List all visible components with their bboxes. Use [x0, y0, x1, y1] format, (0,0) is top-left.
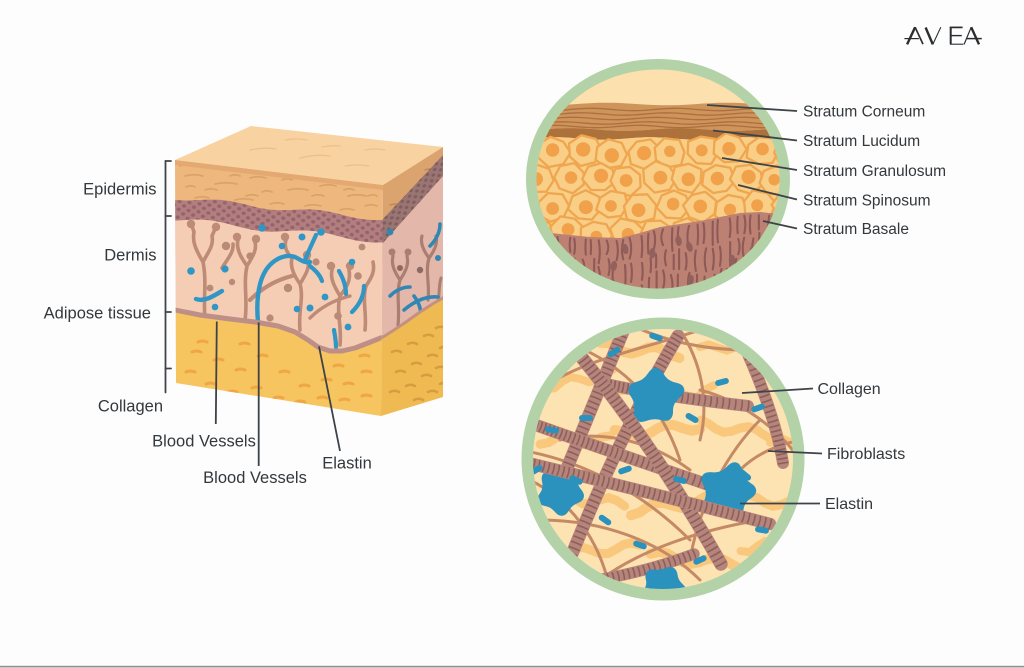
- svg-text:Collagen: Collagen: [818, 381, 881, 398]
- svg-text:Epidermis: Epidermis: [83, 181, 156, 199]
- svg-text:Collagen: Collagen: [98, 398, 163, 416]
- svg-text:Blood Vessels: Blood Vessels: [152, 433, 256, 451]
- svg-text:Stratum Lucidum: Stratum Lucidum: [803, 133, 920, 150]
- svg-text:Elastin: Elastin: [825, 496, 873, 513]
- svg-text:Blood Vessels: Blood Vessels: [203, 469, 307, 487]
- svg-text:Stratum Granulosum: Stratum Granulosum: [803, 163, 946, 180]
- svg-text:Dermis: Dermis: [104, 247, 156, 265]
- svg-text:Elastin: Elastin: [322, 455, 372, 473]
- svg-text:Fibroblasts: Fibroblasts: [827, 446, 905, 463]
- svg-text:Stratum Basale: Stratum Basale: [803, 221, 909, 238]
- svg-text:Stratum Spinosum: Stratum Spinosum: [803, 193, 931, 210]
- svg-text:Stratum Corneum: Stratum Corneum: [803, 104, 925, 121]
- svg-text:Adipose tissue: Adipose tissue: [44, 305, 151, 323]
